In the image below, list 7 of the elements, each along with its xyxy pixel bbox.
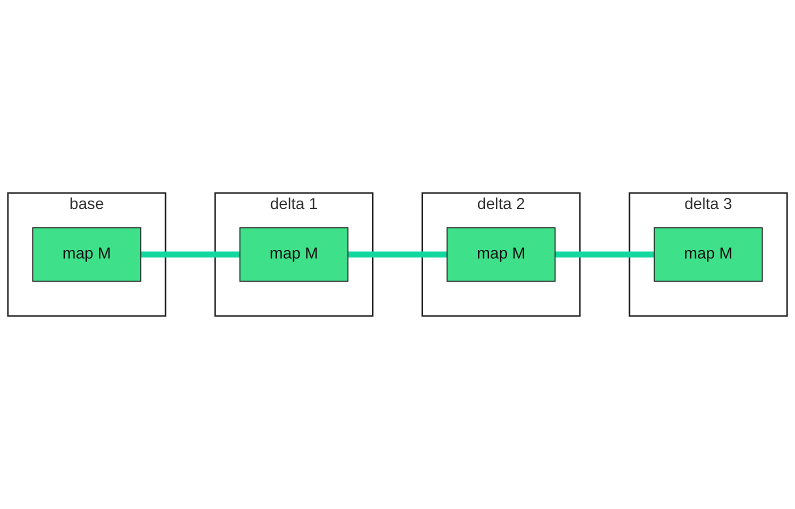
node-box: map M [654, 227, 763, 282]
node-box: map M [239, 227, 348, 282]
connector [555, 252, 654, 258]
node-box: map M [32, 227, 142, 282]
connector [140, 252, 240, 258]
node-box: map M [446, 227, 556, 282]
connector [348, 252, 448, 258]
